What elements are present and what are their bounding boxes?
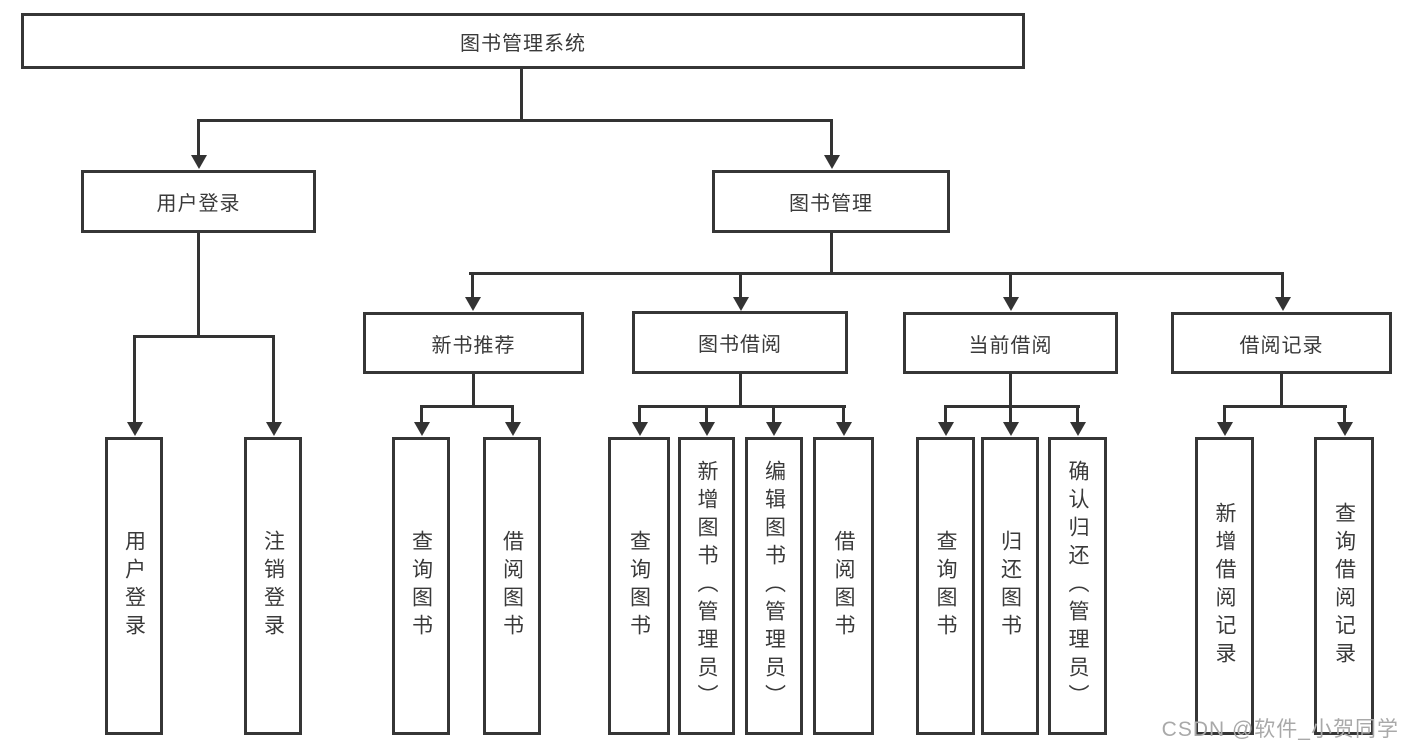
- node-root-system: 图书管理系统: [21, 13, 1025, 69]
- arrow-down-icon: [1009, 405, 1012, 422]
- leaf-edit-books-admin: 编辑图书（管理员）: [745, 437, 803, 735]
- arrow-down-icon: [1281, 272, 1284, 297]
- csdn-watermark: CSDN @软件_小贺同学: [1161, 718, 1399, 741]
- node-current-borrowing: 当前借阅: [903, 312, 1118, 374]
- arrow-down-icon: [638, 405, 641, 422]
- arrow-down-icon: [842, 405, 845, 422]
- leaf-current-query-books-label: 查询图书: [934, 530, 957, 642]
- leaf-logout-label: 注销登录: [261, 530, 285, 642]
- node-book-borrowing: 图书借阅: [632, 311, 848, 374]
- leaf-return-books: 归还图书: [981, 437, 1039, 735]
- node-borrowing-records-label: 借阅记录: [1239, 334, 1324, 357]
- node-user-login-label: 用户登录: [156, 193, 241, 215]
- leaf-borrow-books-label: 借阅图书: [832, 530, 855, 642]
- node-new-book-recommend-label: 新书推荐: [431, 334, 516, 357]
- connector-bookborrow-bar: [638, 405, 846, 408]
- node-borrowing-records: 借阅记录: [1171, 312, 1392, 374]
- leaf-user-login-label: 用户登录: [122, 530, 146, 642]
- leaf-edit-books-admin-label: 编辑图书（管理员）: [762, 460, 786, 712]
- arrow-down-icon: [511, 405, 514, 422]
- leaf-add-books-admin-label: 新增图书（管理员）: [695, 460, 718, 712]
- node-current-borrowing-label: 当前借阅: [968, 334, 1053, 357]
- arrow-down-icon: [830, 119, 833, 155]
- connector-currentborrow-stem: [1009, 374, 1012, 408]
- leaf-confirm-return-admin-label: 确认归还（管理员）: [1066, 460, 1089, 712]
- node-book-borrowing-label: 图书借阅: [698, 334, 782, 356]
- leaf-borrow-query-books-label: 查询图书: [627, 530, 651, 642]
- leaf-newbook-borrow-books: 借阅图书: [483, 437, 541, 735]
- arrow-down-icon: [1223, 405, 1226, 422]
- arrow-down-icon: [739, 272, 742, 297]
- arrow-down-icon: [471, 272, 474, 297]
- arrow-down-icon: [133, 335, 136, 422]
- connector-newbook-bar: [420, 405, 514, 408]
- leaf-query-borrow-record-label: 查询借阅记录: [1332, 502, 1356, 670]
- connector-records-bar: [1223, 405, 1347, 408]
- connector-bookmgmt-bar: [469, 272, 1284, 275]
- leaf-newbook-query-books-label: 查询图书: [409, 530, 433, 642]
- leaf-newbook-query-books: 查询图书: [392, 437, 450, 735]
- connector-userlogin-bar: [133, 335, 275, 338]
- arrow-down-icon: [1076, 405, 1079, 422]
- connector-userlogin-stem: [197, 233, 200, 337]
- arrow-down-icon: [772, 405, 775, 422]
- connector-root-bar: [197, 119, 833, 122]
- leaf-add-books-admin: 新增图书（管理员）: [678, 437, 735, 735]
- connector-bookmgmt-stem: [830, 233, 833, 275]
- leaf-borrow-books: 借阅图书: [813, 437, 874, 735]
- connector-root-stem: [520, 69, 523, 119]
- leaf-add-borrow-record-label: 新增借阅记录: [1213, 502, 1236, 670]
- leaf-return-books-label: 归还图书: [998, 530, 1022, 642]
- node-book-management-label: 图书管理: [789, 193, 873, 215]
- leaf-user-login: 用户登录: [105, 437, 163, 735]
- connector-records-stem: [1280, 374, 1283, 408]
- arrow-down-icon: [1009, 272, 1012, 297]
- connector-newbook-stem: [472, 374, 475, 408]
- arrow-down-icon: [197, 119, 200, 155]
- leaf-newbook-borrow-books-label: 借阅图书: [500, 530, 524, 642]
- arrow-down-icon: [272, 335, 275, 422]
- node-new-book-recommend: 新书推荐: [363, 312, 584, 374]
- node-root-label: 图书管理系统: [460, 32, 586, 55]
- connector-bookborrow-stem: [739, 374, 742, 408]
- leaf-confirm-return-admin: 确认归还（管理员）: [1048, 437, 1107, 735]
- leaf-add-borrow-record: 新增借阅记录: [1195, 437, 1254, 735]
- leaf-logout: 注销登录: [244, 437, 302, 735]
- arrow-down-icon: [705, 405, 708, 422]
- arrow-down-icon: [1343, 405, 1346, 422]
- leaf-current-query-books: 查询图书: [916, 437, 975, 735]
- node-user-login: 用户登录: [81, 170, 316, 233]
- leaf-query-borrow-record: 查询借阅记录: [1314, 437, 1374, 735]
- arrow-down-icon: [420, 405, 423, 422]
- arrow-down-icon: [944, 405, 947, 422]
- node-book-management: 图书管理: [712, 170, 950, 233]
- leaf-borrow-query-books: 查询图书: [608, 437, 670, 735]
- connector-currentborrow-bar: [944, 405, 1080, 408]
